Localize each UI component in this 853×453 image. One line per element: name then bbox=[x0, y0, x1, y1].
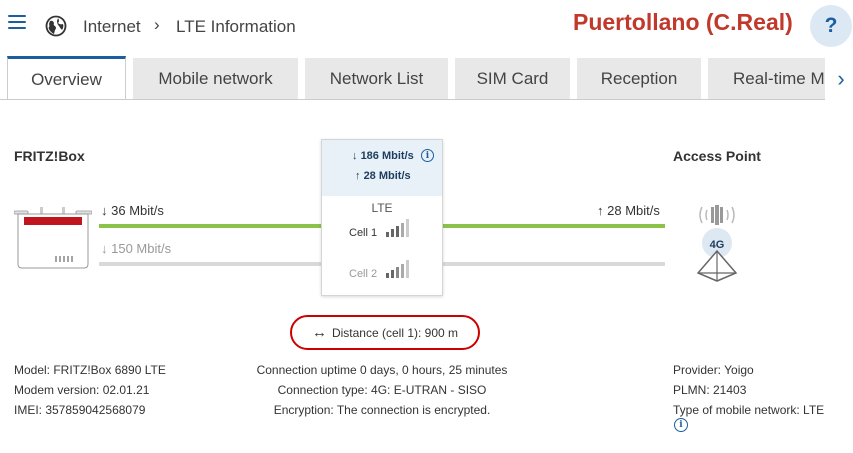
provider-info: Provider: Yoigo PLMN: 21403 Type of mobi… bbox=[673, 360, 824, 420]
cell1-downstream: ↓ 36 Mbit/s bbox=[101, 203, 164, 218]
up-arrow-icon: ↑ bbox=[355, 170, 361, 182]
distance-icon: ↔ bbox=[311, 324, 327, 341]
fritzbox-title: FRITZ!Box bbox=[14, 148, 85, 164]
connection-type-text: Connection type: 4G: E-UTRAN - SISO bbox=[277, 383, 487, 397]
up-arrow-icon: ↑ bbox=[597, 203, 604, 218]
access-point-badge: 4G bbox=[710, 239, 725, 251]
cell2-signal-icon bbox=[386, 260, 409, 278]
cell2-link-left bbox=[99, 262, 321, 266]
breadcrumb-internet[interactable]: Internet bbox=[83, 17, 141, 36]
tab-reception[interactable]: Reception bbox=[577, 58, 701, 100]
tab-network-list[interactable]: Network List bbox=[305, 58, 448, 100]
total-downstream: ↓ 186 Mbit/s bbox=[352, 150, 414, 162]
distance-indicator: ↔ Distance (cell 1): 900 m bbox=[290, 315, 480, 350]
encryption-text: Encryption: The connection is encrypted. bbox=[273, 403, 491, 417]
imei-text: IMEI: 357859042568079 bbox=[14, 403, 146, 417]
provider-text: Provider: Yoigo bbox=[673, 363, 754, 377]
globe-icon bbox=[45, 15, 67, 37]
device-info: Model: FRITZ!Box 6890 LTE Modem version:… bbox=[14, 360, 166, 420]
tab-real-time-monitor[interactable]: Real-time Mo bbox=[708, 58, 825, 100]
network-technology: LTE bbox=[371, 201, 393, 215]
menu-icon[interactable] bbox=[8, 15, 26, 29]
tab-sim-card[interactable]: SIM Card bbox=[455, 58, 570, 100]
upstream-speed: ↑ 28 Mbit/s bbox=[597, 203, 660, 218]
cell1-label: Cell 1 bbox=[349, 227, 378, 239]
page-title: LTE Information bbox=[176, 17, 296, 36]
down-arrow-icon: ↓ bbox=[101, 203, 108, 218]
connection-info: Connection uptime 0 days, 0 hours, 25 mi… bbox=[232, 360, 532, 420]
tab-mobile-network[interactable]: Mobile network bbox=[133, 58, 298, 100]
cell1-link-left bbox=[99, 224, 321, 228]
location-label: Puertollano (C.Real) bbox=[573, 9, 793, 35]
cell1-signal-icon bbox=[386, 219, 409, 237]
total-upstream: ↑ 28 Mbit/s bbox=[355, 170, 411, 182]
cell1-link-right bbox=[443, 224, 665, 228]
down-arrow-icon: ↓ bbox=[101, 241, 108, 256]
plmn-text: PLMN: 21403 bbox=[673, 383, 747, 397]
modem-version-text: Modem version: 02.01.21 bbox=[14, 383, 150, 397]
tab-overview[interactable]: Overview bbox=[7, 56, 126, 100]
tab-scroll-right-button[interactable]: › bbox=[829, 58, 853, 100]
info-icon[interactable]: i bbox=[674, 418, 688, 432]
network-type-text: Type of mobile network: LTE bbox=[673, 403, 825, 417]
cell2-label: Cell 2 bbox=[349, 268, 378, 280]
help-button[interactable]: ? bbox=[810, 5, 852, 47]
cell-summary-header bbox=[322, 140, 442, 196]
access-point-icon: 4G bbox=[696, 205, 738, 282]
cell2-link-right bbox=[443, 262, 665, 266]
info-icon[interactable]: i bbox=[421, 149, 434, 162]
router-icon bbox=[14, 207, 92, 269]
uptime-text: Connection uptime 0 days, 0 hours, 25 mi… bbox=[256, 363, 508, 377]
cell2-downstream: ↓ 150 Mbit/s bbox=[101, 241, 172, 256]
cell-summary-box: ↓ 186 Mbit/s i ↑ 28 Mbit/s LTE Cell 1 Ce… bbox=[321, 139, 443, 296]
down-arrow-icon: ↓ bbox=[352, 150, 358, 162]
access-point-title: Access Point bbox=[673, 148, 761, 164]
chevron-right-icon: › bbox=[154, 15, 160, 34]
model-text: Model: FRITZ!Box 6890 LTE bbox=[14, 363, 166, 377]
tab-bar: Overview Mobile network Network List SIM… bbox=[0, 56, 853, 100]
tab-divider bbox=[0, 99, 825, 100]
distance-label: Distance (cell 1): 900 m bbox=[331, 325, 459, 340]
